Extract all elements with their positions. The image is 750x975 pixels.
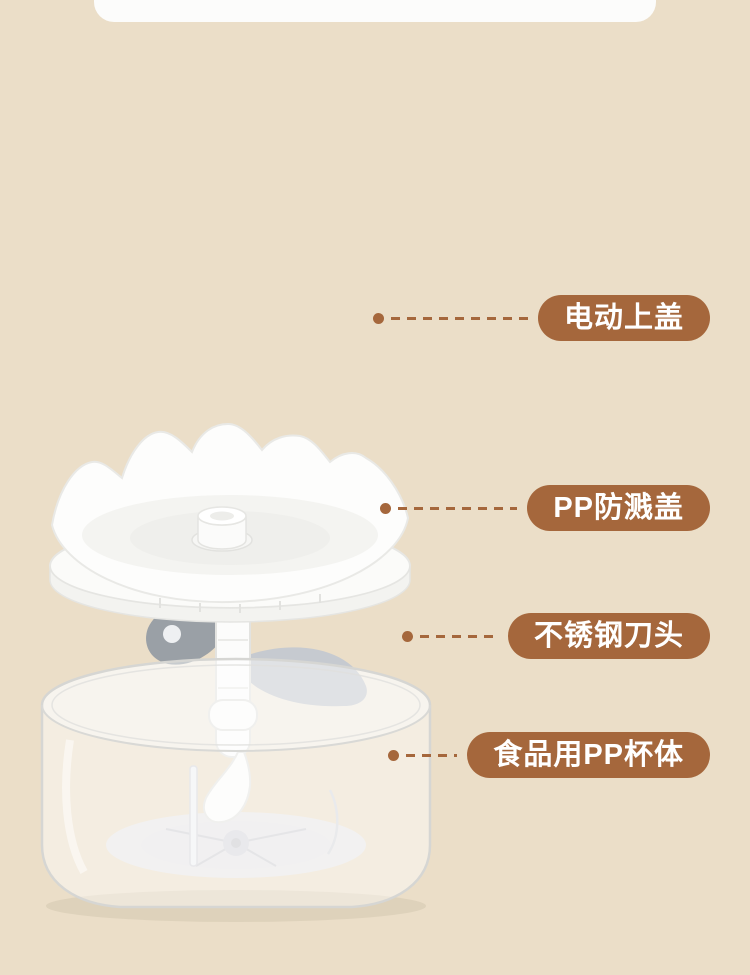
callout-dot bbox=[380, 502, 391, 514]
callout-electric-cover: 电动上盖 bbox=[373, 295, 710, 341]
callout-dashed-line bbox=[406, 753, 458, 757]
callout-steel-blade: 不锈钢刀头 bbox=[402, 613, 710, 659]
splash-lid bbox=[49, 422, 411, 623]
callout-dashed-line bbox=[398, 506, 518, 510]
callout-dot bbox=[388, 749, 399, 761]
callout-dashed-line bbox=[391, 316, 528, 320]
cup-glass bbox=[40, 657, 432, 909]
callout-splash-lid: PP防溅盖 bbox=[380, 485, 710, 531]
top-card-edge bbox=[94, 0, 656, 22]
callout-label: 食品用PP杯体 bbox=[467, 732, 710, 778]
callout-pp-cup: 食品用PP杯体 bbox=[388, 732, 710, 778]
callout-dot bbox=[373, 312, 384, 324]
callout-label: 电动上盖 bbox=[537, 295, 710, 341]
callout-dot bbox=[402, 630, 413, 642]
callout-label: PP防溅盖 bbox=[527, 485, 710, 531]
callout-label: 不锈钢刀头 bbox=[507, 613, 710, 659]
callout-dashed-line bbox=[420, 634, 498, 638]
